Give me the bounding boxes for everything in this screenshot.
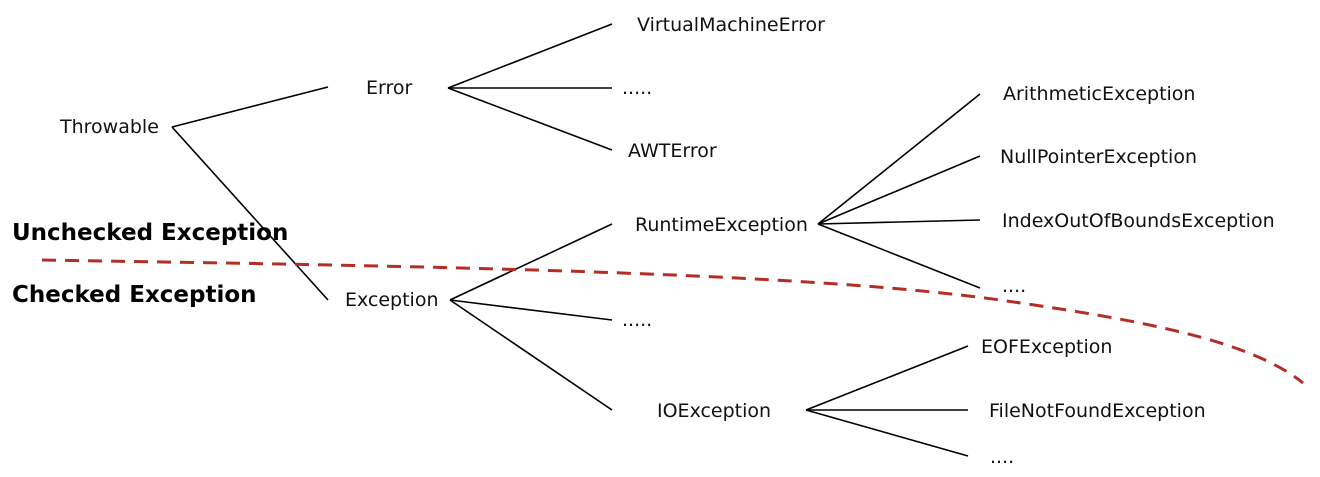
edge-runtime-arithmetic: [817, 93, 981, 225]
node-eofexception: EOFException: [981, 336, 1112, 358]
node-virtualmachineerror: VirtualMachineError: [637, 14, 825, 36]
checked-unchecked-divider: [41, 258, 1304, 385]
zone-label-unchecked: Unchecked Exception: [12, 220, 288, 246]
edge-runtime-indexoutofbounds: [817, 219, 981, 225]
node-filenotfoundexception: FileNotFoundException: [989, 400, 1206, 422]
node-exception: Exception: [345, 289, 439, 311]
node-error-more: .....: [622, 77, 652, 99]
edge-runtime-more: [817, 223, 981, 289]
node-indexoutofboundsexception: IndexOutOfBoundsException: [1002, 210, 1275, 232]
node-runtime-more: ....: [1002, 275, 1026, 297]
node-awterror: AWTError: [628, 140, 717, 162]
edge-throwable-exception: [171, 126, 329, 301]
edge-exception-ioexception: [449, 299, 613, 411]
edge-io-more: [805, 409, 969, 457]
node-ioexception: IOException: [657, 400, 771, 422]
node-nullpointerexception: NullPointerException: [1000, 146, 1197, 168]
node-error: Error: [366, 77, 413, 99]
edge-error-virtualmachineerror: [447, 23, 613, 89]
node-io-more: ....: [990, 446, 1014, 468]
node-exception-more: .....: [622, 309, 652, 331]
edge-exception-runtimeexception: [449, 223, 613, 301]
edge-error-awterror: [447, 87, 613, 151]
node-runtimeexception: RuntimeException: [635, 214, 808, 236]
edge-exception-more: [449, 299, 613, 321]
edge-throwable-error: [171, 86, 329, 128]
node-arithmeticexception: ArithmeticException: [1003, 83, 1195, 105]
edge-runtime-nullpointer: [817, 155, 981, 225]
edge-io-eof: [805, 345, 969, 411]
node-throwable: Throwable: [59, 116, 159, 138]
zone-label-checked: Checked Exception: [12, 282, 257, 308]
